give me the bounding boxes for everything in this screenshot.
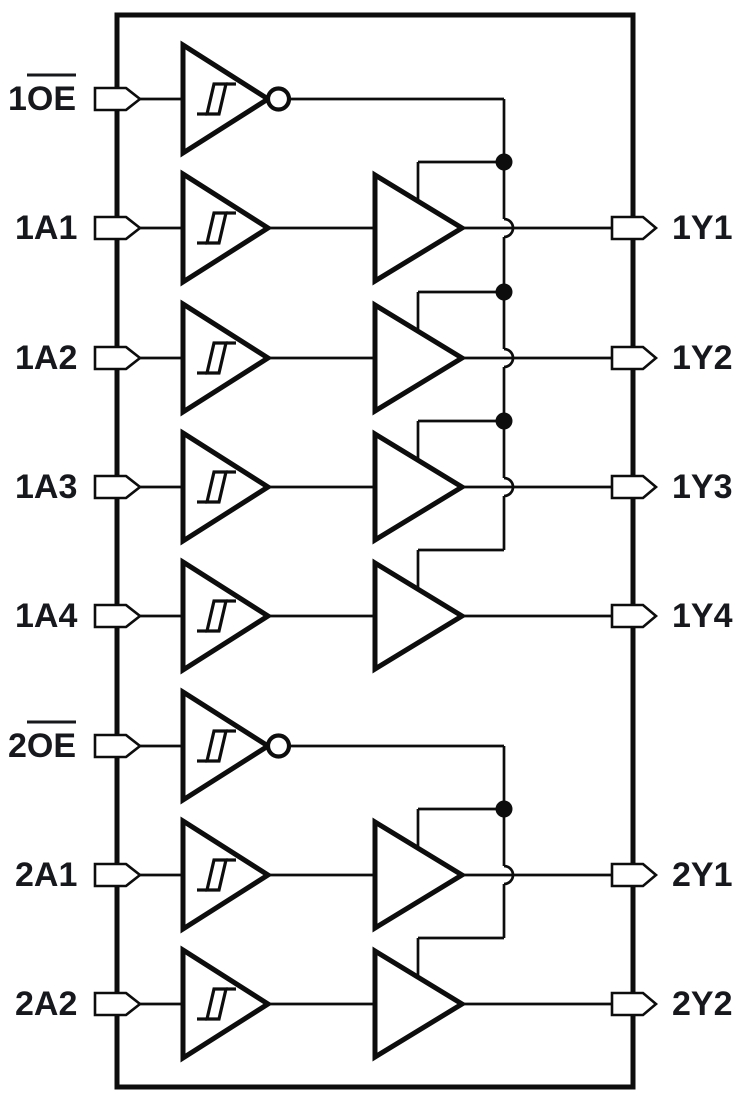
output-label-2Y1: 2Y1	[672, 856, 733, 894]
input-label-2OE: 2OE	[8, 727, 76, 765]
output-pin-1Y4	[610, 603, 659, 629]
input-label-1A3: 1A3	[15, 468, 77, 506]
schmitt-buffer-1A4	[180, 557, 273, 675]
inverter-bubble-2OE	[265, 733, 292, 759]
input-pin-2A2	[93, 991, 143, 1017]
schmitt-inverter-2OE	[180, 687, 273, 805]
ic-border	[114, 12, 636, 1090]
tristate-buffer-1A2	[372, 300, 467, 416]
schmitt-buffer-2A1	[180, 816, 273, 934]
tristate-buffer-1A4	[372, 558, 467, 674]
schmitt-buffer-2A2	[180, 945, 273, 1063]
schmitt-buffer-1A3	[180, 428, 273, 546]
input-label-1OE: 1OE	[8, 80, 76, 118]
input-pin-1A1	[93, 215, 143, 241]
enable-junction-dot-1A2	[495, 283, 513, 301]
input-label-1A4: 1A4	[15, 597, 77, 635]
enable-junction-dot-1A1	[495, 153, 513, 171]
schmitt-buffer-1A2	[180, 299, 273, 417]
output-pin-1Y2	[610, 345, 659, 371]
schmitt-buffer-1A1	[180, 169, 273, 287]
tristate-buffer-1A1	[372, 170, 467, 286]
output-pin-2Y2	[610, 991, 659, 1017]
tristate-buffer-2A1	[372, 817, 467, 933]
tristate-buffer-2A2	[372, 946, 467, 1062]
enable-junction-dot-2A1	[495, 800, 513, 818]
input-pin-1A3	[93, 474, 143, 500]
input-label-2A1: 2A1	[15, 856, 77, 894]
output-pin-1Y3	[610, 474, 659, 500]
output-label-1Y1: 1Y1	[672, 209, 733, 247]
output-label-1Y3: 1Y3	[672, 468, 733, 506]
output-label-2Y2: 2Y2	[672, 985, 733, 1023]
output-pin-1Y1	[610, 215, 659, 241]
inverter-bubble-1OE	[265, 86, 292, 112]
input-pin-1OE	[93, 86, 143, 112]
input-label-1A1: 1A1	[15, 209, 77, 247]
input-pin-1A4	[93, 603, 143, 629]
output-pin-2Y1	[610, 862, 659, 888]
schmitt-inverter-1OE	[180, 40, 273, 158]
input-label-1A2: 1A2	[15, 339, 77, 377]
output-label-1Y2: 1Y2	[672, 339, 733, 377]
input-pin-2A1	[93, 862, 143, 888]
input-pin-1A2	[93, 345, 143, 371]
input-label-2A2: 2A2	[15, 985, 77, 1023]
input-pin-2OE	[93, 733, 143, 759]
tristate-buffer-1A3	[372, 429, 467, 545]
output-label-1Y4: 1Y4	[672, 597, 733, 635]
enable-junction-dot-1A3	[495, 412, 513, 430]
